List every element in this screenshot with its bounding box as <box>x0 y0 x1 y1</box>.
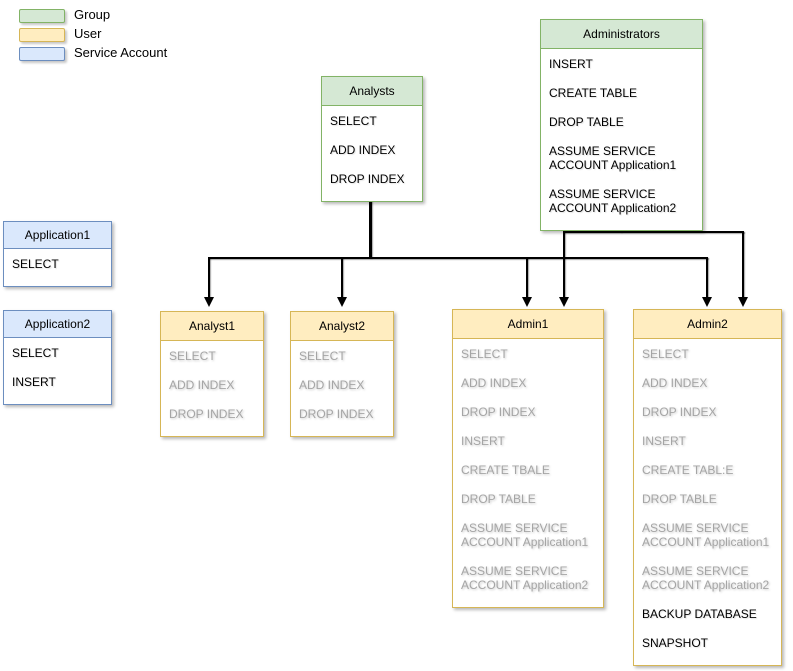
inherited-permission-item: ASSUME SERVICE ACCOUNT Application1 <box>642 521 770 549</box>
inherited-permission-item: DROP INDEX <box>642 405 717 419</box>
service-account-color-swatch <box>19 47 65 61</box>
node-title: Administrators <box>541 20 702 49</box>
legend-label-user: User <box>74 26 102 41</box>
inherited-permission-item: DROP TABLE <box>461 492 536 506</box>
permission-item: SELECT <box>12 257 59 271</box>
node-title: Analyst2 <box>291 312 393 341</box>
permission-item: SNAPSHOT <box>642 636 709 650</box>
inherited-permission-item: DROP INDEX <box>299 407 374 421</box>
node-title: Admin1 <box>453 310 603 339</box>
permission-item: ASSUME SERVICE ACCOUNT Application1 <box>549 144 677 172</box>
node-title: Application2 <box>4 311 111 338</box>
permission-item: SELECT <box>12 346 59 360</box>
inherited-permission-item: ADD INDEX <box>461 376 527 390</box>
inherited-permission-item: CREATE TBALE <box>461 463 550 477</box>
node-administrators: Administrators INSERT CREATE TABLE DROP … <box>540 19 703 231</box>
inherited-permission-item: ASSUME SERVICE ACCOUNT Application2 <box>461 564 589 592</box>
inherited-permission-item: SELECT <box>461 347 508 361</box>
inherited-permission-item: INSERT <box>461 434 505 448</box>
legend-label-service-account: Service Account <box>74 45 168 60</box>
inherited-permission-item: ADD INDEX <box>299 378 365 392</box>
node-title: Analyst1 <box>161 312 263 341</box>
inherited-permission-item: ASSUME SERVICE ACCOUNT Application1 <box>461 521 589 549</box>
node-title: Admin2 <box>634 310 781 339</box>
connector-analysts-trunk <box>369 198 372 258</box>
inherited-permission-item: SELECT <box>642 347 689 361</box>
connector-drop-analyst2 <box>341 257 343 298</box>
arrowhead-analyst2 <box>337 297 347 307</box>
node-admin1: Admin1 SELECT ADD INDEX DROP INDEX INSER… <box>452 309 604 608</box>
node-application1: Application1 SELECT <box>3 221 112 287</box>
inherited-permission-item: DROP INDEX <box>461 405 536 419</box>
connector-drop-admin2-from-administrators <box>742 231 744 298</box>
legend-label-group: Group <box>74 7 111 22</box>
inherited-permission-item: ASSUME SERVICE ACCOUNT Application2 <box>642 564 770 592</box>
inherited-permission-item: DROP INDEX <box>169 407 244 421</box>
permission-item: ASSUME SERVICE ACCOUNT Application2 <box>549 187 677 215</box>
permission-item: SELECT <box>330 114 377 128</box>
arrowhead-analyst1 <box>204 297 214 307</box>
permission-item: DROP INDEX <box>330 172 405 186</box>
group-color-swatch <box>19 9 65 23</box>
permission-item: DROP TABLE <box>549 115 624 129</box>
inherited-permission-item: DROP TABLE <box>642 492 717 506</box>
node-analyst1: Analyst1 SELECT ADD INDEX DROP INDEX <box>160 311 264 437</box>
connector-drop-admin1-from-administrators <box>563 231 565 298</box>
inherited-permission-item: ADD INDEX <box>169 378 235 392</box>
arrowhead-admin2-from-administrators <box>738 297 748 307</box>
arrowhead-admin1-from-analysts <box>522 297 532 307</box>
inherited-permission-item: ADD INDEX <box>642 376 708 390</box>
node-title: Application1 <box>4 222 111 249</box>
permission-item: INSERT <box>549 57 593 71</box>
permission-item: INSERT <box>12 375 56 389</box>
arrowhead-admin2-from-analysts <box>702 297 712 307</box>
inherited-permission-item: INSERT <box>642 434 686 448</box>
node-analyst2: Analyst2 SELECT ADD INDEX DROP INDEX <box>290 311 394 437</box>
connector-drop-admin1-from-analysts <box>526 257 528 298</box>
node-analysts: Analysts SELECT ADD INDEX DROP INDEX <box>321 76 423 202</box>
connector-administrators-bus <box>563 231 744 233</box>
inherited-permission-item: SELECT <box>169 349 216 363</box>
connector-drop-analyst1 <box>208 257 210 298</box>
permission-item: ADD INDEX <box>330 143 396 157</box>
connector-analysts-bus <box>208 257 708 259</box>
node-application2: Application2 SELECT INSERT <box>3 310 112 405</box>
user-color-swatch <box>19 28 65 42</box>
permission-item: CREATE TABLE <box>549 86 638 100</box>
node-title: Analysts <box>322 77 422 106</box>
arrowhead-admin1-from-administrators <box>559 297 569 307</box>
node-admin2: Admin2 SELECT ADD INDEX DROP INDEX INSER… <box>633 309 782 666</box>
inherited-permission-item: CREATE TABL:E <box>642 463 734 477</box>
connector-drop-admin2-from-analysts <box>706 257 708 298</box>
permission-item: BACKUP DATABASE <box>642 607 757 621</box>
inherited-permission-item: SELECT <box>299 349 346 363</box>
